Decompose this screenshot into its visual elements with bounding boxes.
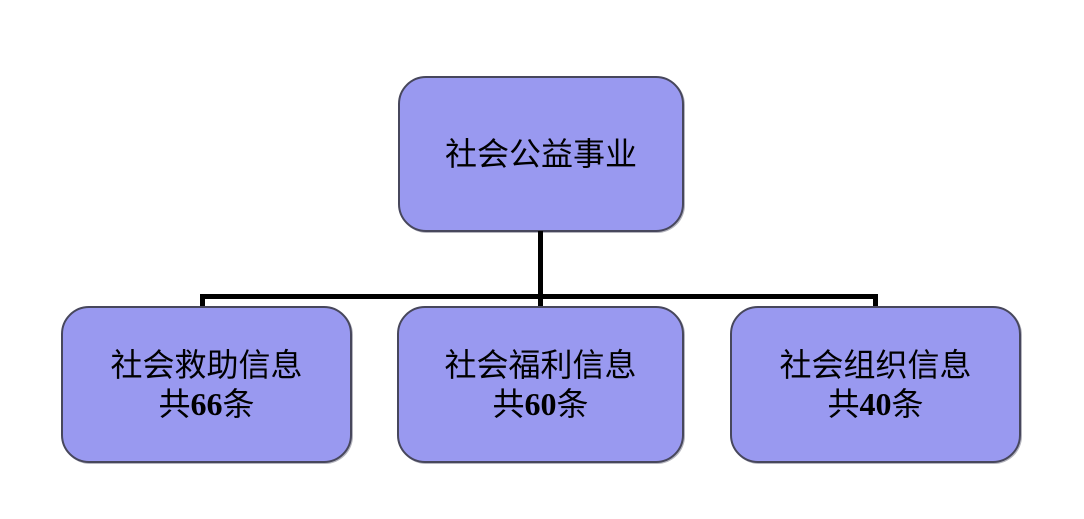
count-number: 60 <box>524 385 557 422</box>
node-root[interactable]: 社会公益事业 <box>398 76 684 232</box>
count-suffix: 条 <box>556 385 589 422</box>
count-prefix: 共 <box>158 385 191 422</box>
node-title: 社会救助信息 <box>110 346 303 383</box>
count-number: 40 <box>859 385 892 422</box>
connector-drop-right <box>873 294 878 308</box>
node-social-assistance[interactable]: 社会救助信息 共66条 <box>61 306 352 463</box>
connector-root-stem <box>538 231 543 296</box>
node-count: 共60条 <box>492 385 588 424</box>
connector-drop-left <box>200 294 205 308</box>
node-root-label: 社会公益事业 <box>444 135 637 172</box>
count-number: 66 <box>190 385 223 422</box>
node-title: 社会福利信息 <box>444 346 637 383</box>
count-suffix: 条 <box>891 385 924 422</box>
node-count: 共40条 <box>827 385 923 424</box>
connector-drop-center <box>538 294 543 308</box>
node-social-organization[interactable]: 社会组织信息 共40条 <box>730 306 1021 463</box>
node-social-welfare[interactable]: 社会福利信息 共60条 <box>397 306 684 463</box>
count-suffix: 条 <box>222 385 255 422</box>
node-title: 社会组织信息 <box>779 346 972 383</box>
count-prefix: 共 <box>827 385 860 422</box>
count-prefix: 共 <box>492 385 525 422</box>
node-count: 共66条 <box>158 385 254 424</box>
